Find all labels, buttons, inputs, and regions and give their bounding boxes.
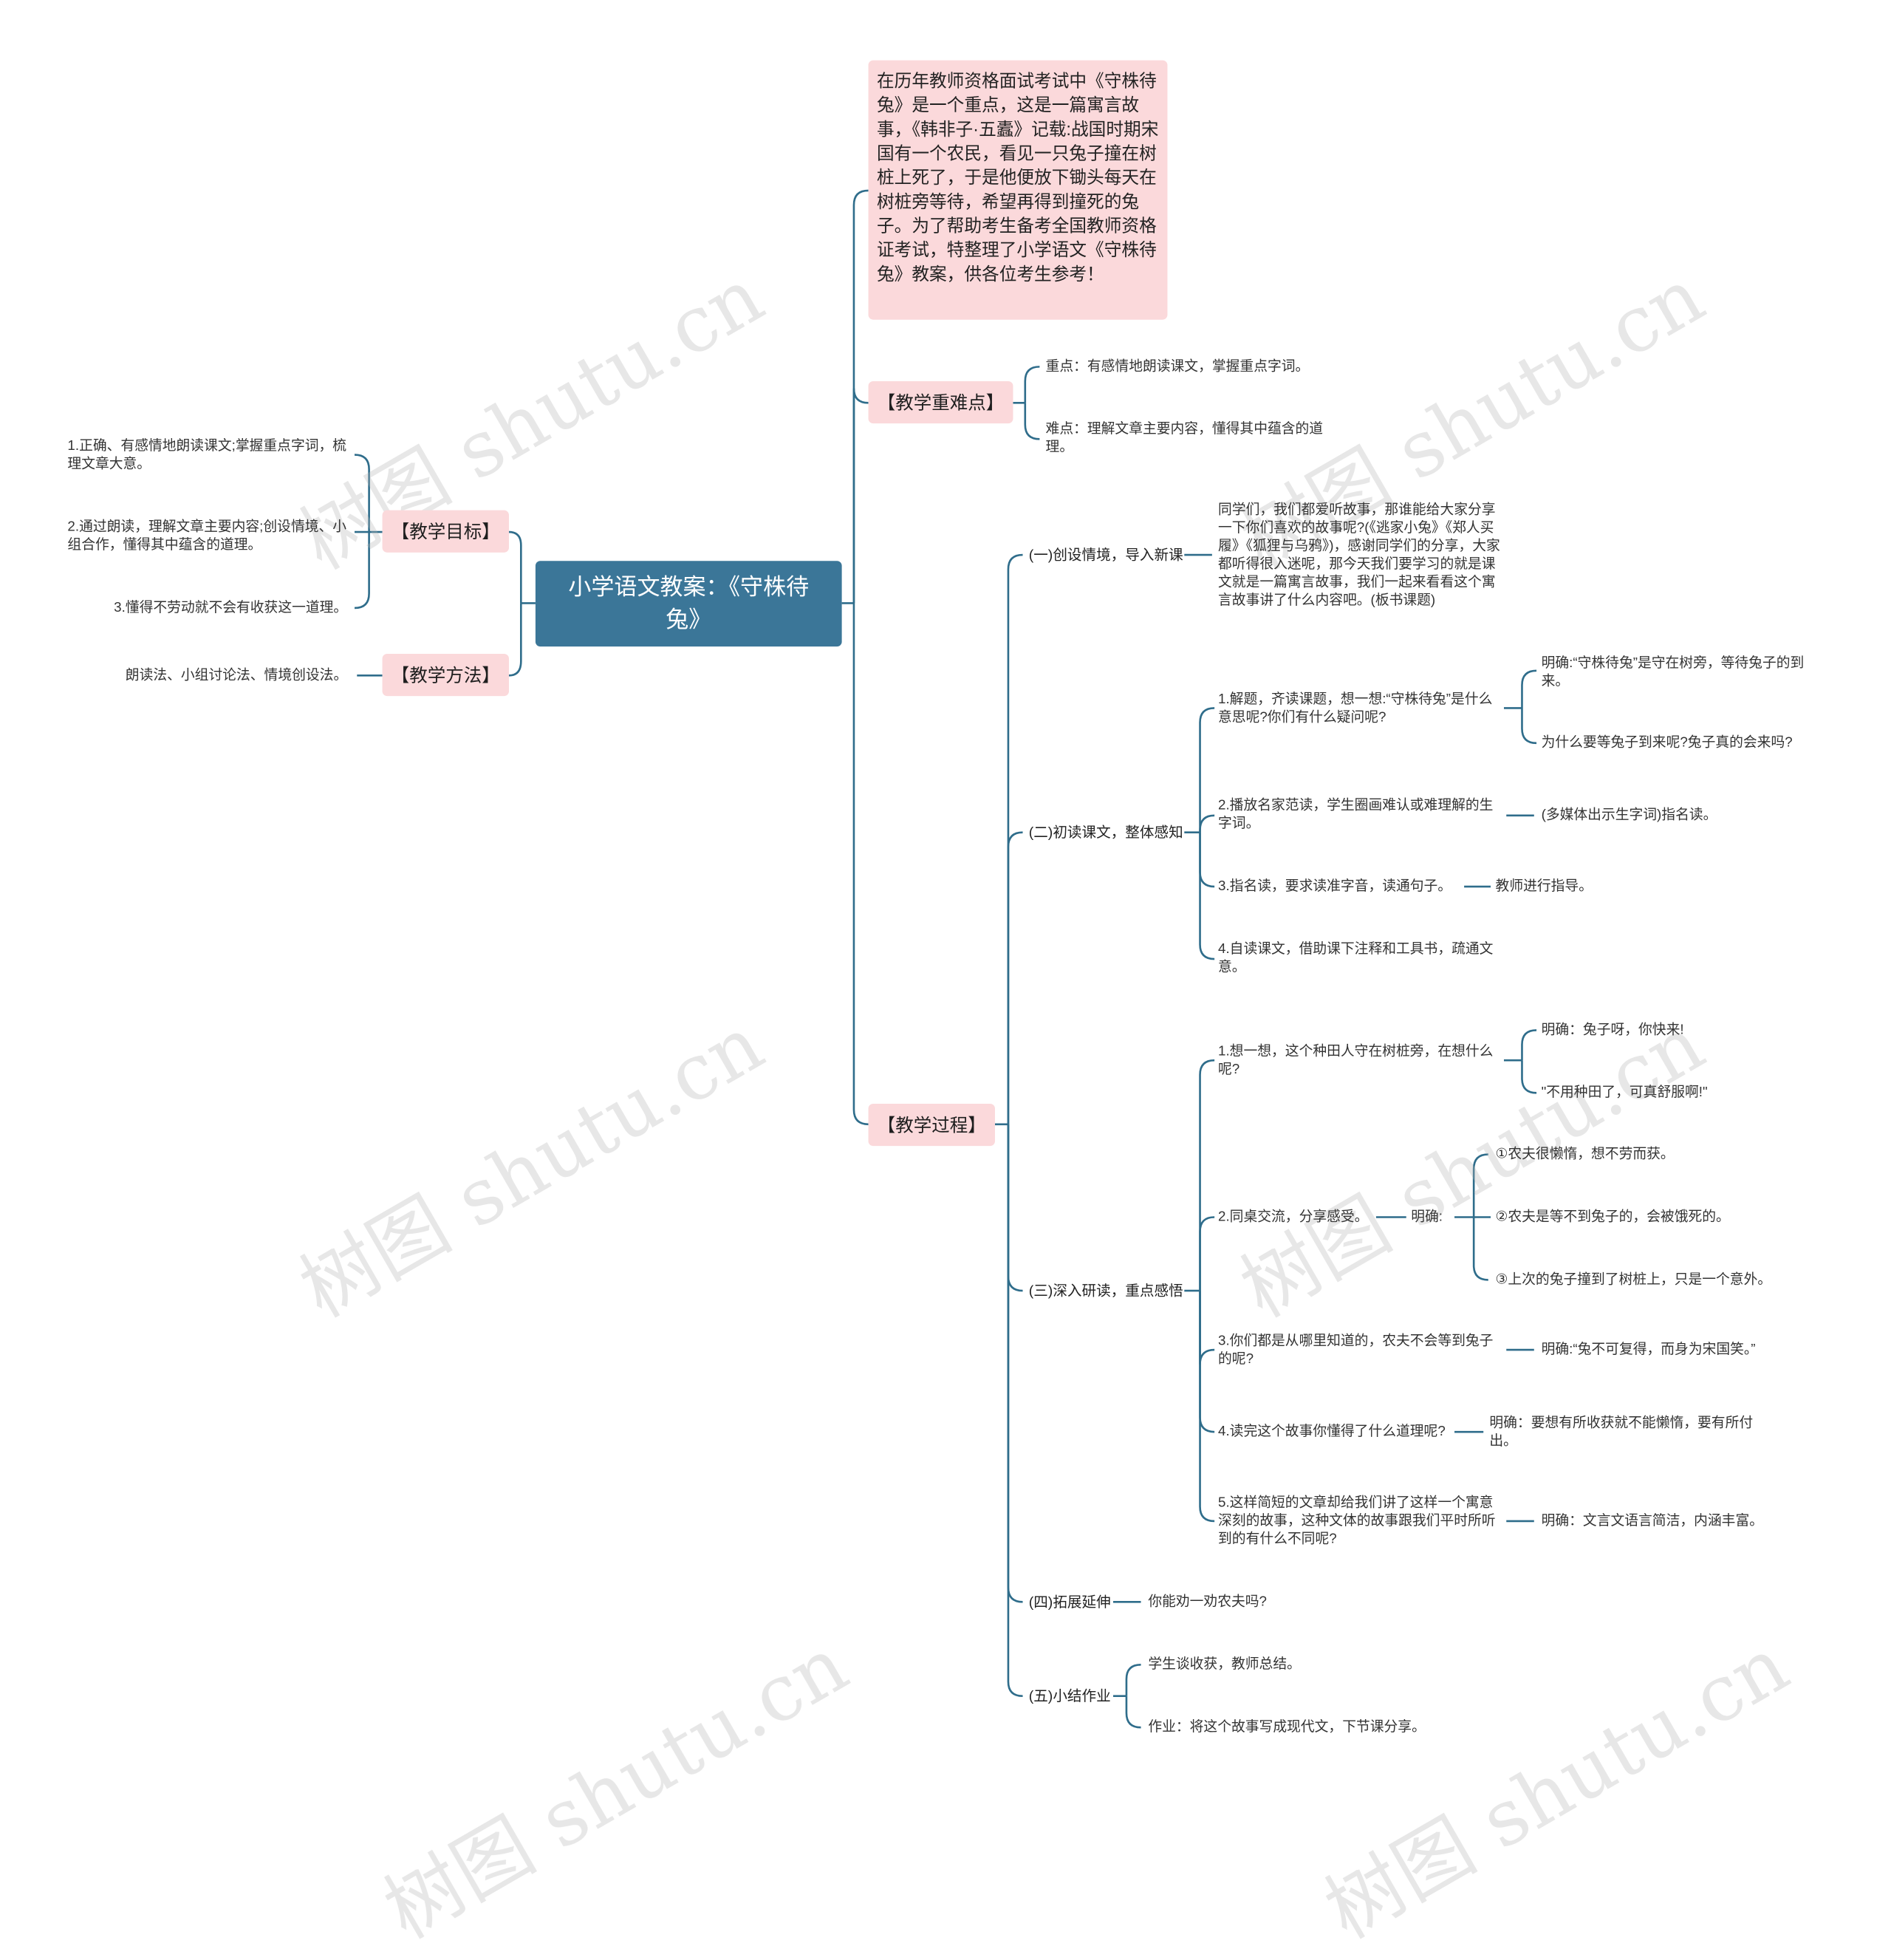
step-3-q5-answer: 明确：文言文语言简洁，内涵丰富。	[1541, 1514, 1764, 1529]
step-3-q4-answer: 明确：要想有所收获就不能懒惰，要有所付出。	[1489, 1416, 1754, 1449]
step-5-homework: 作业：将这个故事写成现代文，下节课分享。	[1148, 1720, 1426, 1735]
branch-teaching-methods[interactable]: 【教学方法】	[382, 653, 509, 697]
step-3-q1: 1.想一想，这个种田人守在树桩旁，在想什么呢?	[1218, 1045, 1494, 1078]
step-2-q1-answer: 明确:“守株待兔”是守在树旁，等待兔子的到来。	[1541, 656, 1805, 689]
goal-item: 3.懂得不劳动就不会有收获这一道理。	[114, 601, 348, 615]
key-point-item: 重点：有感情地朗读课文，掌握重点字词。	[1045, 359, 1310, 375]
connector-lines	[354, 189, 1537, 1729]
step-3-q5: 5.这样简短的文章却给我们讲了这样一个寓意深刻的故事，这种文体的故事跟我们平时所…	[1218, 1495, 1496, 1547]
mindmap-canvas: 树图 shutu.cn 树图 shutu.cn 树图 shutu.cn 树图 s…	[67, 60, 1805, 1957]
step-1-label[interactable]: (一)创设情境，导入新课	[1028, 546, 1183, 564]
root-topic[interactable]: 小学语文教案：《守株待兔》	[535, 561, 842, 647]
step-2-q2: 2.播放名家范读，学生圈画难认或难理解的生字词。	[1218, 798, 1494, 831]
branch-teaching-process[interactable]: 【教学过程】	[868, 1104, 995, 1147]
step-3-q2-answer: ③上次的兔子撞到了树桩上，只是一个意外。	[1495, 1272, 1772, 1288]
step-2-label[interactable]: (二)初读课文，整体感知	[1028, 824, 1183, 841]
intro-note[interactable]: 在历年教师资格面试考试中《守株待兔》是一个重点，这是一篇寓言故事，《韩非子·五蠹…	[868, 60, 1168, 320]
method-item: 朗读法、小组讨论法、情境创设法。	[125, 668, 348, 683]
step-3-q1-answer: "不用种田了，可真舒服啊!"	[1541, 1085, 1708, 1101]
step-3-q2-answer: ①农夫很懒惰，想不劳而获。	[1495, 1147, 1675, 1162]
step-3-q2-answer: ②农夫是等不到兔子的，会被饿死的。	[1495, 1209, 1730, 1225]
step-4-text: 你能劝一劝农夫吗?	[1148, 1594, 1267, 1610]
step-4-label[interactable]: (四)拓展延伸	[1028, 1593, 1111, 1611]
step-3-q3: 3.你们都是从哪里知道的，农夫不会等到兔子的呢?	[1218, 1334, 1494, 1367]
branch-key-points[interactable]: 【教学重难点】	[868, 380, 1013, 424]
step-3-q1-answer: 明确：兔子呀，你快来!	[1541, 1022, 1684, 1038]
step-1-text: 同学们，我们都爱听故事，那谁能给大家分享一下你们喜欢的故事呢?(《逃家小兔》《郑…	[1218, 502, 1500, 608]
branch-teaching-goals[interactable]: 【教学目标】	[382, 510, 509, 553]
step-3-q3-answer: 明确:“兔不可复得，而身为宋国笑。”	[1541, 1342, 1756, 1357]
step-2-q3: 3.指名读，要求读准字音，读通句子。	[1218, 879, 1452, 894]
step-2-q4: 4.自读课文，借助课下注释和工具书，疏通文意。	[1218, 942, 1494, 975]
step-2-q3-answer: 教师进行指导。	[1495, 879, 1593, 894]
goal-item: 2.通过朗读，理解文章主要内容;创设情境、小组合作，懂得其中蕴含的道理。	[67, 519, 347, 553]
step-3-q4: 4.读完这个故事你懂得了什么道理呢?	[1218, 1424, 1446, 1439]
goal-item: 1.正确、有感情地朗读课文;掌握重点字词，梳理文章大意。	[67, 439, 347, 472]
step-2-q1: 1.解题，齐读课题，想一想:“守株待兔”是什么意思呢?你们有什么疑问呢?	[1218, 692, 1493, 725]
step-5-label[interactable]: (五)小结作业	[1028, 1687, 1111, 1705]
step-3-q2-label: 明确:	[1411, 1209, 1443, 1225]
step-2-q1-question: 为什么要等兔子到来呢?兔子真的会来吗?	[1541, 736, 1793, 751]
step-5-summary: 学生谈收获，教师总结。	[1148, 1657, 1301, 1673]
step-3-label[interactable]: (三)深入研读，重点感悟	[1028, 1282, 1183, 1300]
difficulty-item: 难点：理解文章主要内容，懂得其中蕴含的道理。	[1045, 422, 1324, 455]
step-3-q2: 2.同桌交流，分享感受。	[1218, 1209, 1369, 1225]
step-2-q2-answer: (多媒体出示生字词)指名读。	[1541, 807, 1717, 823]
